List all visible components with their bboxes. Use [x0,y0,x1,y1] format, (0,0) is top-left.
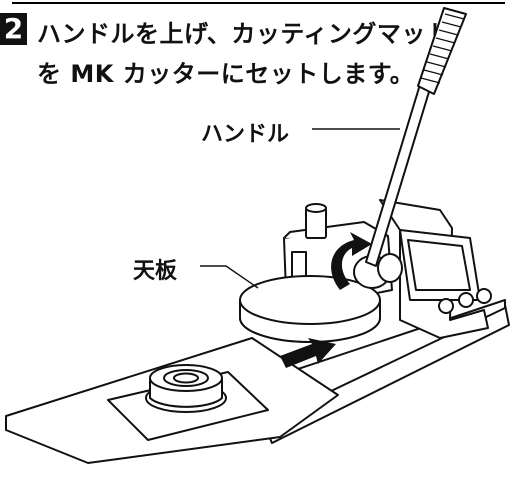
header-rule [12,2,505,4]
rotate-arrow-icon [331,232,372,290]
push-arrow-icon [280,338,336,368]
table-leader-line [200,265,259,289]
table-plate-label: 天板 [133,259,178,284]
instruction-line-2: を MK カッターにセットします。 [37,60,415,88]
handle-grip [417,7,467,95]
instruction-line-1: ハンドルを上げ、カッティングマット [37,20,451,48]
table-plate [239,275,381,325]
step-number-badge: 2 [0,13,27,45]
handle-label: ハンドル [201,122,290,147]
